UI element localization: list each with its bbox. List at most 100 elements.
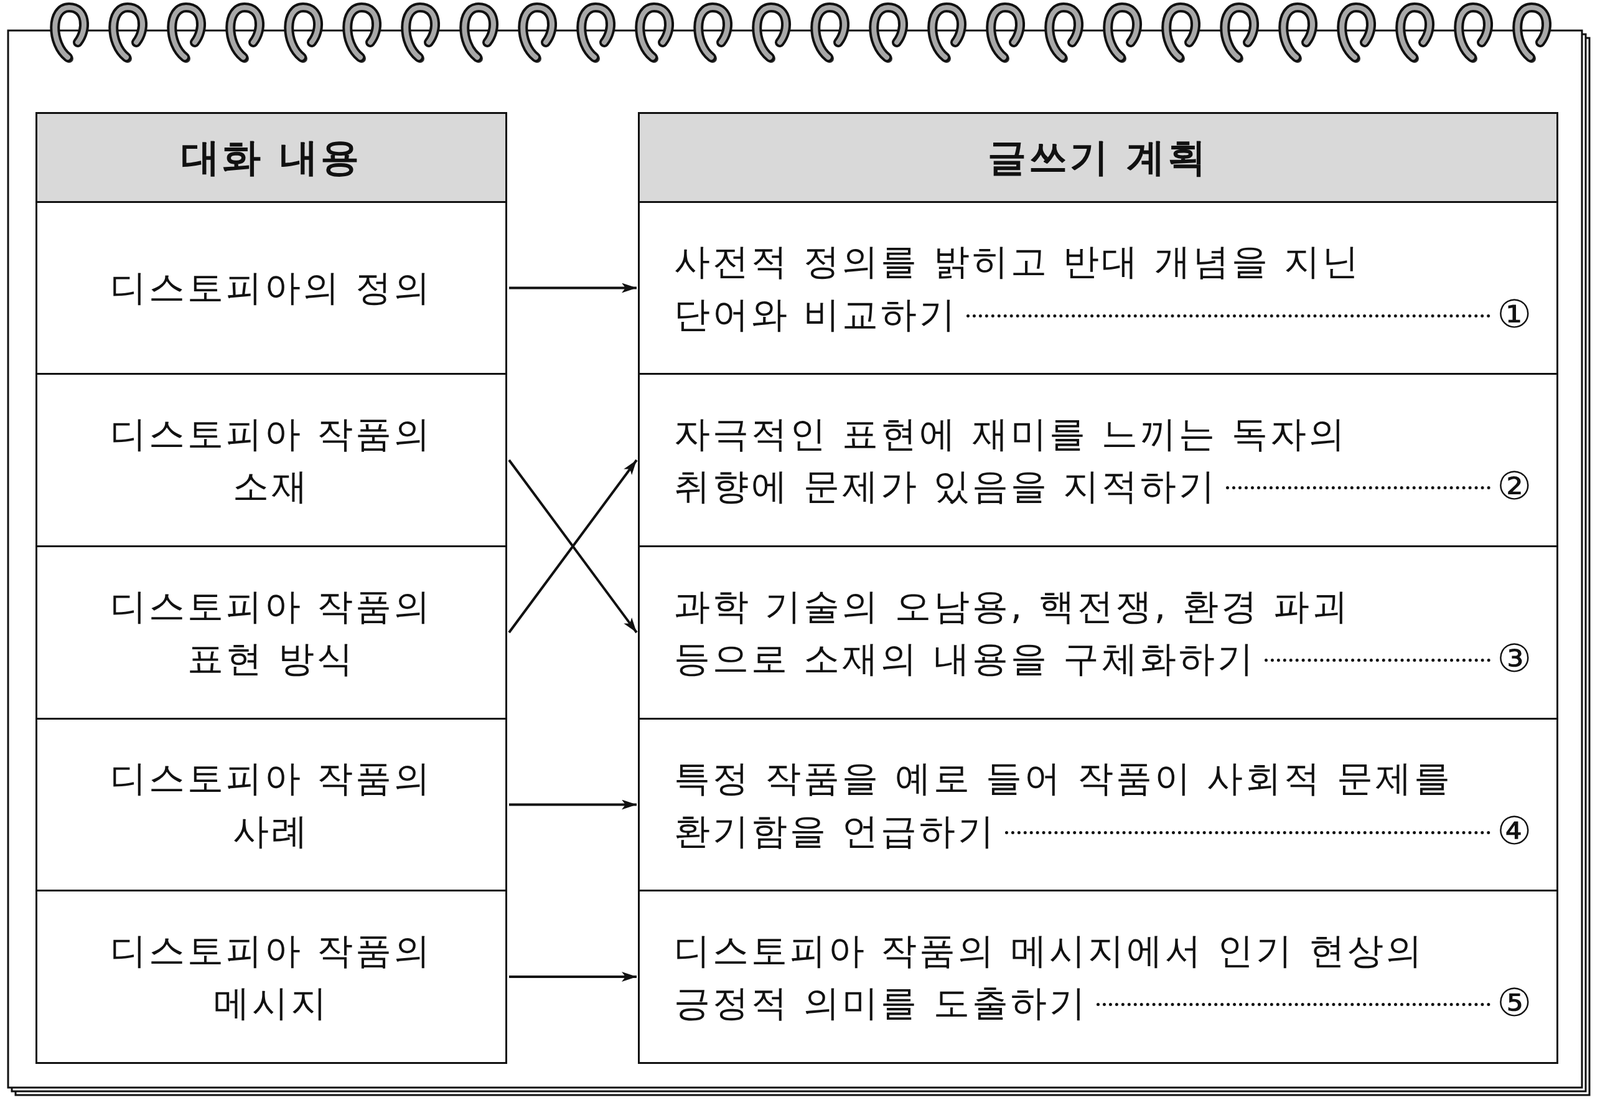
header-text: 대화 내용 <box>181 131 362 184</box>
ring-outline <box>464 7 494 58</box>
ring <box>639 7 670 58</box>
topic-cell: 디스토피아의 정의 <box>35 201 508 375</box>
ring-outline <box>639 7 670 58</box>
ring-outline <box>1283 7 1313 58</box>
front-page <box>8 30 1582 1088</box>
ring <box>1283 7 1313 58</box>
ring-outline <box>1341 7 1371 58</box>
topic-cell: 디스토피아 작품의 메시지 <box>35 889 508 1064</box>
topic-cell: 디스토피아 작품의 사례 <box>35 717 508 892</box>
ring <box>347 7 377 58</box>
ring-outline <box>405 7 436 58</box>
ring <box>756 7 786 58</box>
topic-text: 디스토피아 작품의 표현 방식 <box>80 580 462 685</box>
ring-outline <box>230 7 260 58</box>
ring-outline <box>932 7 962 58</box>
ring <box>1458 7 1488 58</box>
ring <box>1107 7 1137 58</box>
ring-outline <box>171 7 202 58</box>
dot-leader <box>1005 830 1491 834</box>
topic-text: 디스토피아 작품의 사례 <box>80 751 462 857</box>
topic-cell: 디스토피아 작품의 표현 방식 <box>35 545 508 720</box>
ring <box>581 7 611 58</box>
ring-outline <box>1458 7 1488 58</box>
dot-leader <box>1096 1002 1492 1006</box>
plan-cell: 과학 기술의 오남용, 핵전쟁, 환경 파괴 등으로 소재의 내용을 구체화하기… <box>637 545 1559 720</box>
back-page <box>15 37 1590 1095</box>
topic-text: 디스토피아 작품의 소재 <box>80 407 462 513</box>
dot-leader <box>966 314 1491 318</box>
ring <box>522 7 553 58</box>
plan-text-wrap: 자극적인 표현에 재미를 느끼는 독자의 취향에 문제가 있음을 지적하기 <box>673 407 1532 513</box>
ring <box>405 7 436 58</box>
spiral-binding <box>54 7 1547 63</box>
dot-leader <box>1225 486 1491 490</box>
ring-outline <box>1107 7 1137 58</box>
ring-outline <box>1517 7 1547 58</box>
callout-number: ① <box>1496 294 1532 334</box>
plan-text: 사전적 정의를 밝히고 반대 개념을 지닌 단어와 비교하기 <box>673 240 1362 335</box>
topic-cell: 디스토피아 작품의 소재 <box>35 372 508 548</box>
callout-number: ③ <box>1496 639 1532 678</box>
plan-text-wrap: 과학 기술의 오남용, 핵전쟁, 환경 파괴 등으로 소재의 내용을 구체화하기 <box>673 580 1532 685</box>
ring-outline <box>815 7 845 58</box>
ring-outline <box>756 7 786 58</box>
ring-outline <box>698 7 728 58</box>
connector-arrow <box>509 286 637 290</box>
ring-outline <box>873 7 903 58</box>
ring <box>230 7 260 58</box>
connector-arrow <box>509 459 637 633</box>
plan-text-wrap: 사전적 정의를 밝히고 반대 개념을 지닌 단어와 비교하기 <box>673 235 1532 340</box>
ring <box>1224 7 1254 58</box>
ring <box>54 7 85 58</box>
ring-outline <box>522 7 553 58</box>
plan-text: 자극적인 표현에 재미를 느끼는 독자의 취향에 문제가 있음을 지적하기 <box>673 412 1348 508</box>
ring-outline <box>581 7 611 58</box>
ring <box>1049 7 1079 58</box>
callout-number: ⑤ <box>1496 983 1532 1022</box>
topic-text: 디스토피아의 정의 <box>110 261 433 314</box>
connector-arrow <box>509 975 637 978</box>
column-header: 대화 내용 <box>35 112 508 203</box>
ring <box>1400 7 1430 58</box>
plan-cell: 자극적인 표현에 재미를 느끼는 독자의 취향에 문제가 있음을 지적하기 ② <box>637 372 1559 548</box>
ring <box>1517 7 1547 58</box>
ring-outline <box>113 7 143 58</box>
callout-number: ② <box>1496 466 1532 506</box>
plan-cell: 디스토피아 작품의 메시지에서 인기 현상의 긍정적 의미를 도출하기 ⑤ <box>637 889 1559 1064</box>
connector-arrow <box>509 803 637 806</box>
ring <box>873 7 903 58</box>
ring-outline <box>1049 7 1079 58</box>
ring <box>1166 7 1196 58</box>
ring-outline <box>1400 7 1430 58</box>
ring-outline <box>1166 7 1196 58</box>
topic-text: 디스토피아 작품의 메시지 <box>80 924 462 1029</box>
plan-text: 특정 작품을 예로 들어 작품이 사회적 문제를 환기함을 언급하기 <box>673 756 1453 852</box>
column-header: 글쓰기 계획 <box>637 112 1559 203</box>
ring-outline <box>347 7 377 58</box>
plan-cell: 사전적 정의를 밝히고 반대 개념을 지닌 단어와 비교하기 ① <box>637 201 1559 375</box>
plan-text: 과학 기술의 오남용, 핵전쟁, 환경 파괴 등으로 소재의 내용을 구체화하기 <box>673 584 1351 680</box>
plan-cell: 특정 작품을 예로 들어 작품이 사회적 문제를 환기함을 언급하기 ④ <box>637 717 1559 892</box>
ring <box>990 7 1020 58</box>
ring <box>698 7 728 58</box>
ring-outline <box>990 7 1020 58</box>
connector-arrow <box>509 459 637 633</box>
back-page <box>11 34 1586 1091</box>
callout-number: ④ <box>1496 811 1532 851</box>
ring <box>113 7 143 58</box>
ring <box>1341 7 1371 58</box>
plan-text-wrap: 디스토피아 작품의 메시지에서 인기 현상의 긍정적 의미를 도출하기 <box>673 924 1532 1029</box>
ring-outline <box>1224 7 1254 58</box>
ring <box>815 7 845 58</box>
ring <box>932 7 962 58</box>
plan-text: 디스토피아 작품의 메시지에서 인기 현상의 긍정적 의미를 도출하기 <box>673 929 1425 1024</box>
header-text: 글쓰기 계획 <box>987 131 1210 184</box>
ring-outline <box>54 7 85 58</box>
ring <box>464 7 494 58</box>
ring-outline <box>288 7 319 58</box>
ring <box>288 7 319 58</box>
dot-leader <box>1264 658 1491 662</box>
plan-text-wrap: 특정 작품을 예로 들어 작품이 사회적 문제를 환기함을 언급하기 <box>673 751 1532 857</box>
